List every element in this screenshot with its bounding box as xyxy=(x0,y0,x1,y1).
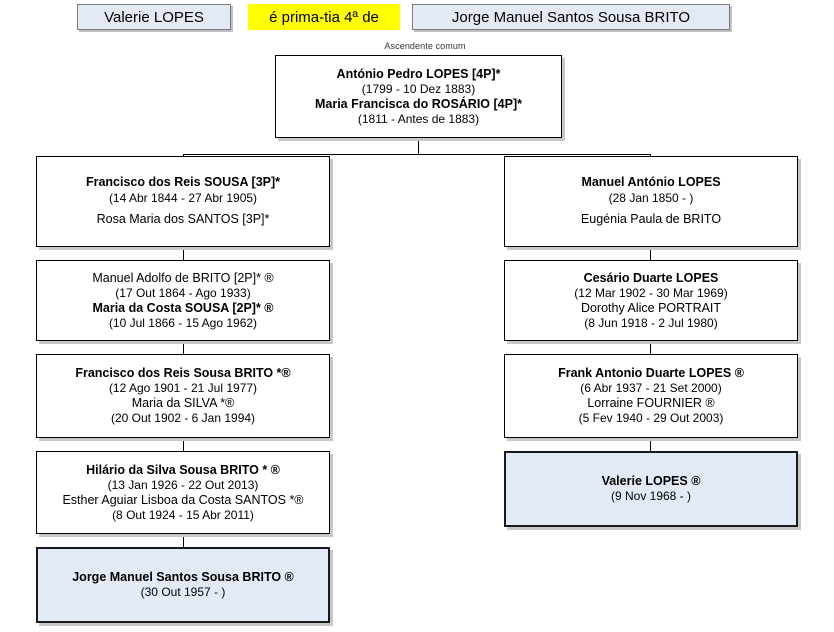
person-dates-primary: (30 Out 1957 - ) xyxy=(140,585,226,600)
connector-left-4 xyxy=(183,534,184,547)
person-name-primary: Frank Antonio Duarte LOPES ® xyxy=(558,366,744,381)
person-box-left-2[interactable]: Francisco dos Reis Sousa BRITO *® (12 Ag… xyxy=(36,354,330,438)
connector-left-1 xyxy=(183,247,184,260)
connector-root-stub xyxy=(418,138,419,154)
person-dates-primary: (17 Out 1864 - Ago 1933) xyxy=(115,285,251,300)
person-dates-primary: (14 Abr 1844 - 27 Abr 1905) xyxy=(108,190,258,205)
connector-left-3 xyxy=(183,438,184,451)
person-dates-spouse: (5 Fev 1940 - 29 Out 2003) xyxy=(578,411,724,426)
person-box-right-0[interactable]: Manuel António LOPES (28 Jan 1850 - ) Eu… xyxy=(504,156,798,247)
person-box-left-3[interactable]: Hilário da Silva Sousa BRITO * ® (13 Jan… xyxy=(36,451,330,534)
person-name-primary: Manuel António LOPES xyxy=(581,175,721,190)
person-dates-spouse: (1811 - Antes de 1883) xyxy=(357,111,480,126)
person-dates-spouse: (8 Out 1924 - 15 Abr 2011) xyxy=(112,507,254,522)
person-box-common-ancestor[interactable]: António Pedro LOPES [4P]* (1799 - 10 Dez… xyxy=(275,55,562,138)
person-dates-spouse: (20 Out 1902 - 6 Jan 1994) xyxy=(110,411,256,426)
connector-left-2 xyxy=(183,341,184,354)
person-box-right-3-subject[interactable]: Valerie LOPES ® (9 Nov 1968 - ) xyxy=(504,451,798,527)
person-dates-spouse: (8 Jun 1918 - 2 Jul 1980) xyxy=(584,315,718,330)
person-dates-primary: (6 Abr 1937 - 21 Set 2000) xyxy=(580,381,722,396)
person-name-primary: António Pedro LOPES [4P]* xyxy=(336,66,501,81)
person-dates-primary: (12 Mar 1902 - 30 Mar 1969) xyxy=(574,285,728,300)
person-name-spouse: Maria da SILVA *® xyxy=(131,396,235,410)
common-ancestor-caption: Ascendente comum xyxy=(384,41,466,51)
person-dates-primary: (1799 - 10 Dez 1883) xyxy=(361,81,476,96)
person-name-primary: Manuel Adolfo de BRITO [2P]* ® xyxy=(92,270,274,285)
relationship-header: Valerie LOPES é prima-tia 4ª de Jorge Ma… xyxy=(0,0,834,38)
person-name-primary: Cesário Duarte LOPES xyxy=(583,270,719,285)
person-name-primary: Hilário da Silva Sousa BRITO * ® xyxy=(86,462,280,477)
person-name-primary: Valerie LOPES ® xyxy=(601,474,701,489)
connector-right-2 xyxy=(650,341,651,354)
person-name-spouse: Dorothy Alice PORTRAIT xyxy=(580,300,722,315)
person-box-right-2[interactable]: Frank Antonio Duarte LOPES ® (6 Abr 1937… xyxy=(504,354,798,438)
header-person-left[interactable]: Valerie LOPES xyxy=(77,4,231,30)
person-box-left-1[interactable]: Manuel Adolfo de BRITO [2P]* ® (17 Out 1… xyxy=(36,260,330,341)
person-box-left-0[interactable]: Francisco dos Reis SOUSA [3P]* (14 Abr 1… xyxy=(36,156,330,247)
connector-right-1 xyxy=(650,247,651,260)
person-name-spouse: Eugénia Paula de BRITO xyxy=(580,212,722,227)
person-name-spouse: Lorraine FOURNIER ® xyxy=(587,396,715,410)
person-name-primary: Francisco dos Reis SOUSA [3P]* xyxy=(85,175,281,190)
person-name-spouse: Maria da Costa SOUSA [2P]* ® xyxy=(92,300,274,315)
header-person-right[interactable]: Jorge Manuel Santos Sousa BRITO xyxy=(412,4,730,30)
person-dates-primary: (28 Jan 1850 - ) xyxy=(608,190,694,205)
header-relationship-label: é prima-tia 4ª de xyxy=(248,4,400,30)
person-name-spouse: Esther Aguiar Lisboa da Costa SANTOS *® xyxy=(62,492,304,507)
connector-split-bar xyxy=(183,154,650,155)
person-name-primary: Jorge Manuel Santos Sousa BRITO ® xyxy=(72,570,294,585)
person-box-right-1[interactable]: Cesário Duarte LOPES (12 Mar 1902 - 30 M… xyxy=(504,260,798,341)
person-dates-primary: (12 Ago 1901 - 21 Jul 1977) xyxy=(108,381,258,396)
person-box-left-4-subject[interactable]: Jorge Manuel Santos Sousa BRITO ® (30 Ou… xyxy=(36,547,330,623)
person-dates-spouse: (10 Jul 1866 - 15 Ago 1962) xyxy=(108,315,258,330)
person-name-spouse: Rosa Maria dos SANTOS [3P]* xyxy=(96,212,270,227)
connector-right-3 xyxy=(650,438,651,451)
person-name-primary: Francisco dos Reis Sousa BRITO *® xyxy=(75,366,291,381)
person-dates-primary: (9 Nov 1968 - ) xyxy=(610,489,692,504)
person-dates-primary: (13 Jan 1926 - 22 Out 2013) xyxy=(107,477,259,492)
person-name-spouse: Maria Francisca do ROSÁRIO [4P]* xyxy=(314,96,522,111)
